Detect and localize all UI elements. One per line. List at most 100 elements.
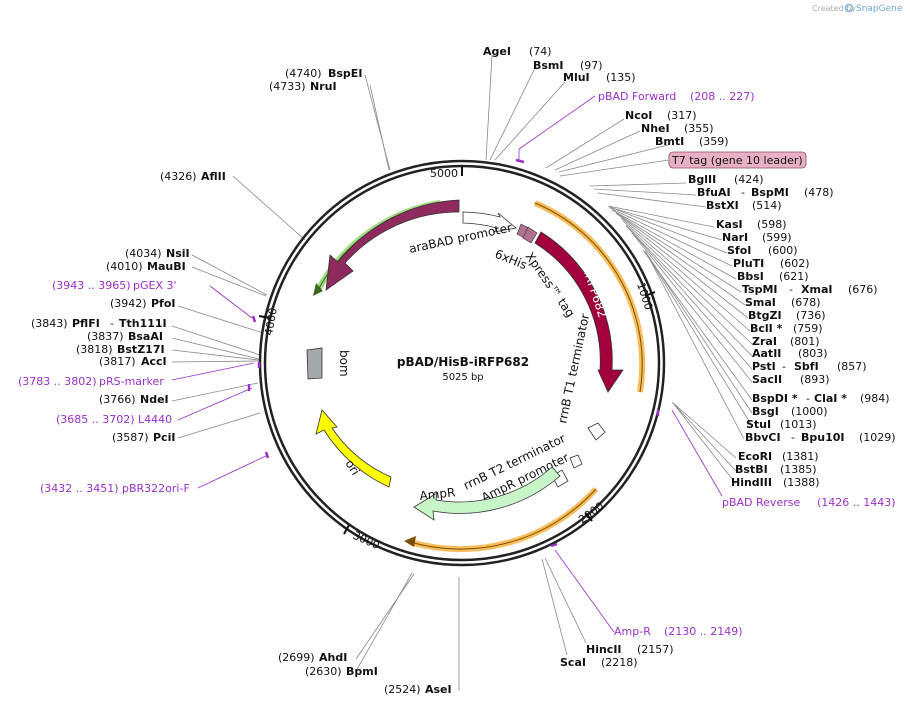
orf-irfp682-edge — [534, 202, 643, 393]
site-bspei-pos: (4740) — [285, 67, 322, 80]
brand-text: SnapGene — [856, 4, 903, 14]
site-asei: AseI — [425, 683, 452, 696]
primer-marks — [247, 158, 660, 548]
site-xmai: XmaI — [801, 283, 832, 296]
feature-label-rrnb-t1: rrnB T1 terminator — [555, 312, 592, 424]
feature-xpress-tag — [522, 226, 538, 244]
primer-pgex3-range: (3943 .. 3965) — [52, 279, 131, 292]
primer-leader-lines — [171, 95, 723, 633]
feature-rrnb-t2-terminator — [569, 454, 583, 469]
site-psti: PstI — [752, 360, 776, 373]
primer-pbad-reverse: pBAD Reverse — [722, 496, 800, 509]
site-scai: ScaI — [560, 656, 586, 669]
site-hindiii-pos: (1388) — [783, 476, 820, 489]
site-pflfi: PflFI — [72, 317, 100, 330]
site-dash-2: - — [789, 283, 793, 296]
feature-arabad-promoter — [462, 211, 517, 233]
site-bstz17i: BstZ17I — [117, 343, 165, 356]
plasmid-name: pBAD/HisB-iRFP682 — [397, 355, 529, 369]
t7-tag-leader — [559, 159, 670, 177]
site-bfuai-pos: (478) — [804, 186, 834, 199]
snapgene-logo-icon — [844, 3, 854, 13]
site-nari: NarI — [722, 231, 748, 244]
site-zrai: ZraI — [752, 335, 777, 348]
site-nsii-pos: (4034) — [125, 247, 162, 260]
primer-prs-marker: pRS-marker — [99, 375, 164, 388]
site-bfuai: BfuAI — [697, 186, 731, 199]
site-nhei-pos: (355) — [684, 122, 714, 135]
primer-pbad-reverse-range: (1426 .. 1443) — [817, 496, 896, 509]
site-sacii: SacII — [752, 373, 782, 386]
site-tspmi-pos: (676) — [848, 283, 878, 296]
site-dash-3: - — [782, 360, 786, 373]
site-tspmi: TspMI — [742, 283, 778, 296]
site-aatii-pos: (803) — [798, 347, 828, 360]
site-bsgi: BsgI — [752, 405, 779, 418]
site-psti-pos: (857) — [837, 360, 867, 373]
feature-arac — [325, 199, 460, 291]
site-nsii: NsiI — [166, 247, 190, 260]
site-smai-pos: (678) — [791, 296, 821, 309]
primer-pbr322ori-f-range: (3432 .. 3451) — [40, 482, 119, 495]
site-sfoi: SfoI — [727, 244, 751, 257]
site-ndei-pos: (3766) — [99, 393, 136, 406]
orf-arac-arrowhead — [313, 283, 323, 296]
site-btgzi-pos: (736) — [796, 309, 826, 322]
tick-label-5000: 5000 — [430, 167, 458, 180]
site-bcli-pos: (759) — [793, 322, 823, 335]
primer-l4440-range: (3685 .. 3702) — [56, 413, 135, 426]
site-aatii: AatII — [752, 347, 781, 360]
site-zrai-pos: (801) — [790, 335, 820, 348]
site-bglii: BglII — [688, 173, 716, 186]
tick-label-4000: 4000 — [262, 307, 280, 337]
primer-pbr322ori-f: pBR322ori-F — [122, 482, 190, 495]
site-bbvci-pos: (1029) — [859, 431, 896, 444]
primer-pbad-forward-range: (208 .. 227) — [690, 90, 755, 103]
site-kasi: KasI — [716, 218, 743, 231]
site-stui-pos: (1013) — [780, 418, 817, 431]
site-dash-4: - — [806, 392, 810, 405]
feature-irfp682 — [534, 231, 624, 393]
site-kasi-pos: (598) — [757, 218, 787, 231]
feature-ori — [315, 409, 392, 488]
site-dash-1: - — [741, 186, 745, 199]
site-bspmi: BspMI — [751, 186, 789, 199]
feature-bom — [306, 347, 323, 380]
t7-tag-label: T7 tag (gene 10 leader) — [671, 154, 803, 167]
site-nhei: NheI — [641, 122, 670, 135]
site-ecori: EcoRI — [738, 450, 772, 463]
site-nari-pos: (599) — [762, 231, 792, 244]
site-bpmi-pos: (2630) — [305, 665, 342, 678]
site-bpu10i: Bpu10I — [801, 431, 845, 444]
site-bsgi-pos: (1000) — [791, 405, 828, 418]
site-bglii-pos: (424) — [734, 173, 764, 186]
site-ecori-pos: (1381) — [782, 450, 819, 463]
primer-pbad-forward: pBAD Forward — [598, 90, 676, 103]
site-aflii-pos: (4326) — [160, 170, 197, 183]
site-asei-pos: (2524) — [384, 683, 421, 696]
site-pflfi-pos: (3843) — [31, 317, 68, 330]
site-bsmi-pos: (97) — [580, 59, 603, 72]
site-aflii: AflII — [201, 170, 226, 183]
site-clai: ClaI * — [814, 392, 847, 405]
site-maubi-pos: (4010) — [106, 260, 143, 273]
site-mlui: MluI — [563, 71, 590, 84]
site-ndei: NdeI — [140, 393, 169, 406]
tick-label-3000: 3000 — [351, 529, 382, 552]
site-sfoi-pos: (600) — [768, 244, 798, 257]
site-dash-5: - — [791, 431, 795, 444]
site-tth111i: Tth111I — [119, 317, 167, 330]
site-pcii-pos: (3587) — [112, 431, 149, 444]
site-bpmi: BpmI — [346, 665, 378, 678]
site-btgzi: BtgZI — [748, 309, 782, 322]
site-maubi: MauBI — [147, 260, 186, 273]
site-leader-lines — [171, 54, 753, 691]
watermark-text: Created by — [812, 4, 856, 13]
site-nrui-pos: (4733) — [269, 80, 306, 93]
site-bstxi-pos: (514) — [752, 199, 782, 212]
feature-label-ampr: AmpR — [419, 485, 456, 503]
site-pluti: PluTI — [733, 257, 764, 270]
site-pfoi-pos: (3942) — [110, 297, 147, 310]
